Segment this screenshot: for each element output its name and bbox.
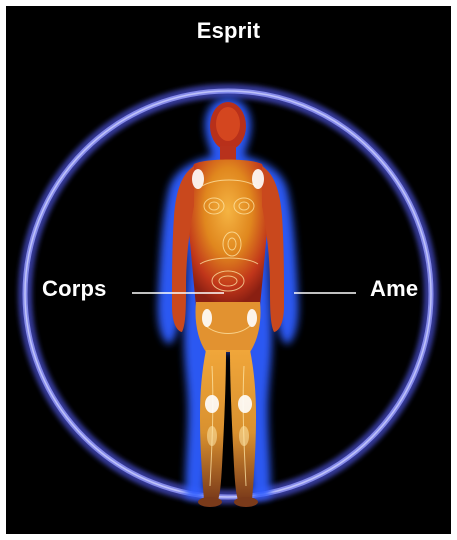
corps-label: Corps	[42, 276, 107, 302]
ame-label: Ame	[370, 276, 418, 302]
diagram-frame: Esprit Corps Ame	[6, 6, 451, 534]
diagram-scene	[6, 6, 451, 534]
esprit-label: Esprit	[6, 18, 451, 44]
